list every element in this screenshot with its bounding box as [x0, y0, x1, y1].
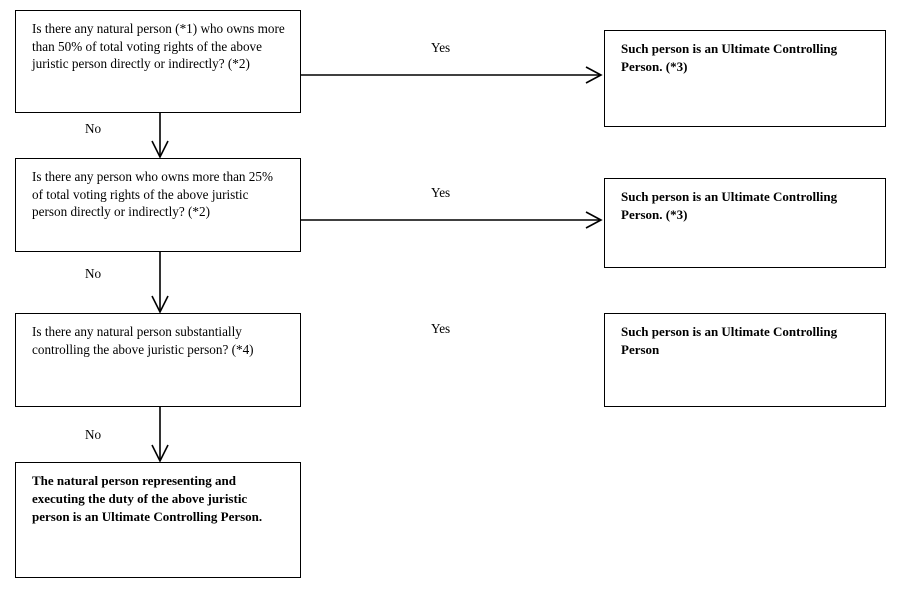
connector-q1-to-o1 [301, 66, 603, 84]
edge-label-yes-3: Yes [431, 321, 451, 336]
question-node-1[interactable]: Is there any natural person (*1) who own… [15, 10, 301, 113]
outcome-node-3[interactable]: Such person is an Ultimate Controlling P… [604, 313, 886, 407]
connector-q2-to-o2 [301, 211, 603, 229]
edge-label-no-1: No [85, 121, 102, 136]
connector-q3-to-o4 [151, 407, 169, 463]
edge-label-yes-1: Yes [431, 40, 451, 55]
connector-q1-to-q2 [151, 113, 169, 159]
question-node-3[interactable]: Is there any natural person substantiall… [15, 313, 301, 407]
edge-label-yes-2: Yes [431, 185, 451, 200]
outcome-node-final[interactable]: The natural person representing and exec… [15, 462, 301, 578]
edge-label-no-2: No [85, 266, 102, 281]
connector-q2-to-q3 [151, 252, 169, 314]
outcome-node-1[interactable]: Such person is an Ultimate Controlling P… [604, 30, 886, 127]
question-node-2[interactable]: Is there any person who owns more than 2… [15, 158, 301, 252]
outcome-node-2[interactable]: Such person is an Ultimate Controlling P… [604, 178, 886, 268]
edge-label-no-3: No [85, 427, 102, 442]
